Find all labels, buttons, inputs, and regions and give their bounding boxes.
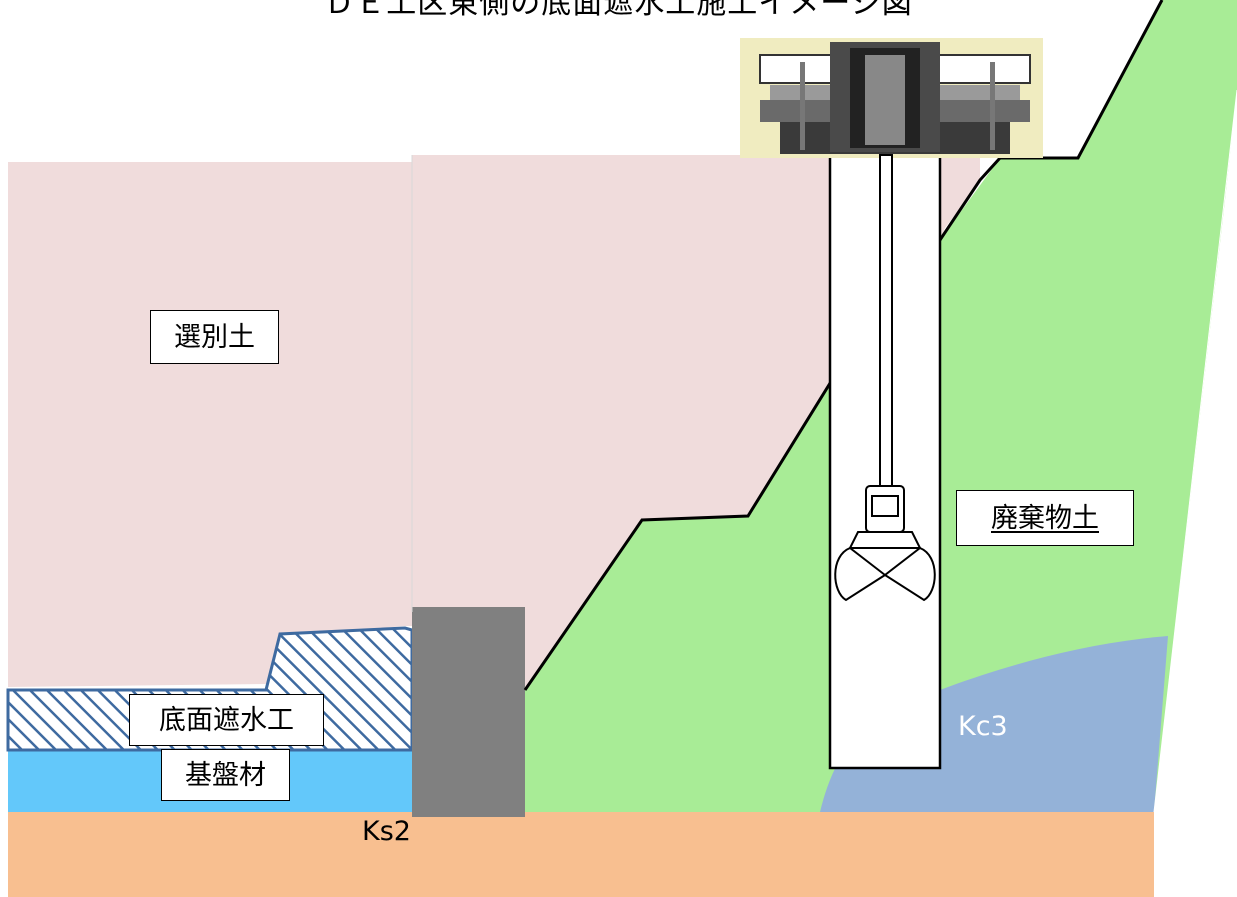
kc3-label: Kc3 (958, 711, 1008, 742)
ks2-layer (8, 812, 1154, 897)
base-material-label: 基盤材 (161, 749, 290, 801)
selected-soil-label: 選別土 (150, 310, 279, 364)
diagram-title: ＤＥ工区東側の底面遮水工施工イメージ図 (324, 0, 913, 21)
slope-edge-line (1153, 89, 1237, 813)
bottom-waterproofing-label: 底面遮水工 (129, 694, 324, 746)
drilling-machine-head (740, 38, 1043, 158)
steel-wall (412, 607, 525, 817)
drill-rod (879, 154, 893, 491)
ks2-label: Ks2 (362, 816, 411, 847)
selected-soil-area (8, 162, 412, 687)
grab-bucket (834, 485, 936, 602)
waste-soil-label: 廃棄物土 (956, 490, 1134, 546)
